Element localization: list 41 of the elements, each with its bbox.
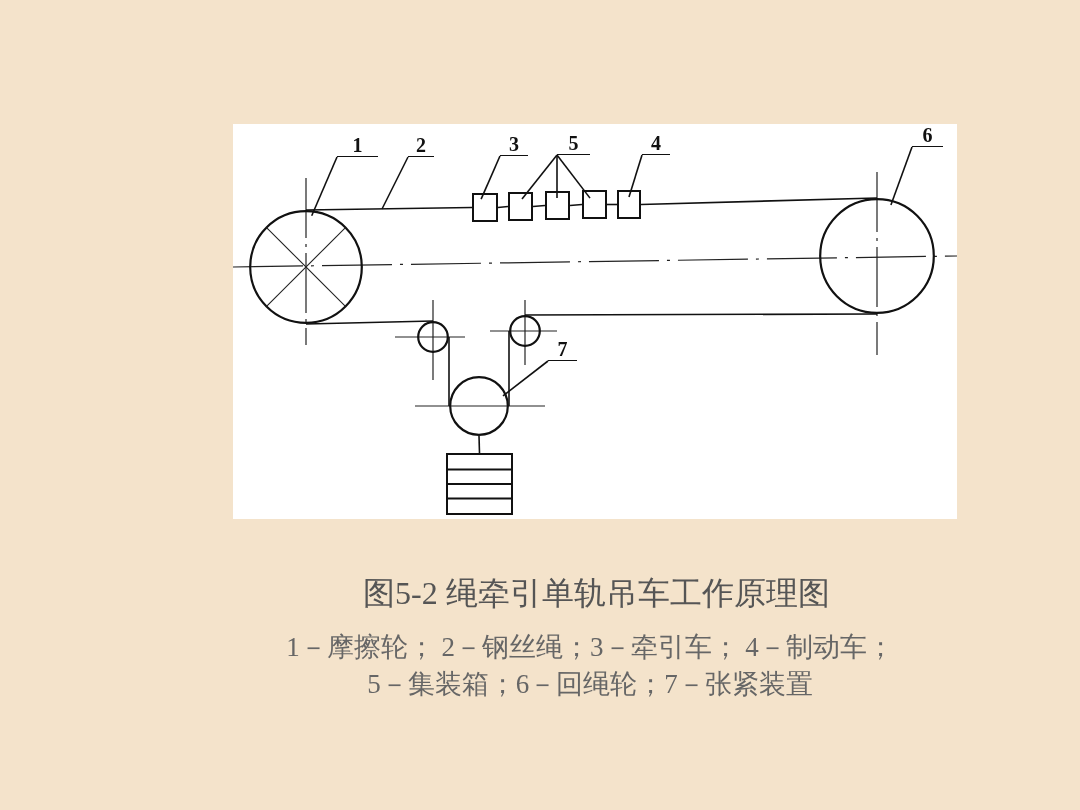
- rope-line: [524, 313, 878, 316]
- leader-line: [890, 146, 913, 206]
- pulley: [509, 315, 541, 347]
- rope-line: [497, 205, 509, 209]
- rope-line: [569, 203, 583, 207]
- rail-car: [472, 193, 498, 222]
- leader-line: [480, 155, 501, 200]
- leader-line: [556, 154, 558, 199]
- leader-line: [502, 360, 549, 397]
- rope-line: [640, 197, 878, 206]
- callout-number: 3: [500, 134, 528, 156]
- spoked-wheel: [249, 210, 363, 324]
- rope-line: [305, 320, 434, 325]
- callout-number: 4: [642, 133, 670, 155]
- callout-number: 5: [557, 133, 590, 155]
- pulley: [417, 321, 449, 353]
- key-text: 5－集装箱；6－回绳轮；7－张紧装置: [367, 668, 813, 701]
- container-car: [508, 192, 533, 221]
- leader-line: [628, 154, 643, 198]
- rail-car: [617, 190, 641, 219]
- figure-title: 图5-2 绳牵引单轨吊车工作原理图: [363, 574, 830, 613]
- callout-number: 1: [337, 135, 378, 157]
- callout-number: 6: [912, 125, 943, 147]
- container-car: [545, 191, 570, 220]
- rope-line: [448, 336, 450, 407]
- counterweight: [446, 453, 513, 515]
- pulley: [449, 376, 509, 436]
- rope-line: [606, 203, 618, 206]
- container-car: [582, 190, 607, 219]
- key-text: 1－摩擦轮； 2－钢丝绳；3－牵引车； 4－制动车；: [286, 631, 894, 664]
- leader-line: [381, 156, 409, 210]
- rope-line: [532, 204, 546, 208]
- callout-number: 7: [548, 339, 577, 361]
- rod-line: [478, 435, 481, 454]
- rope-line: [508, 330, 510, 407]
- large-wheel: [819, 198, 935, 314]
- callout-number: 2: [408, 135, 434, 157]
- leader-line: [556, 154, 591, 199]
- rope-line: [305, 206, 473, 211]
- leader-line: [521, 154, 558, 200]
- leader-line: [310, 156, 338, 217]
